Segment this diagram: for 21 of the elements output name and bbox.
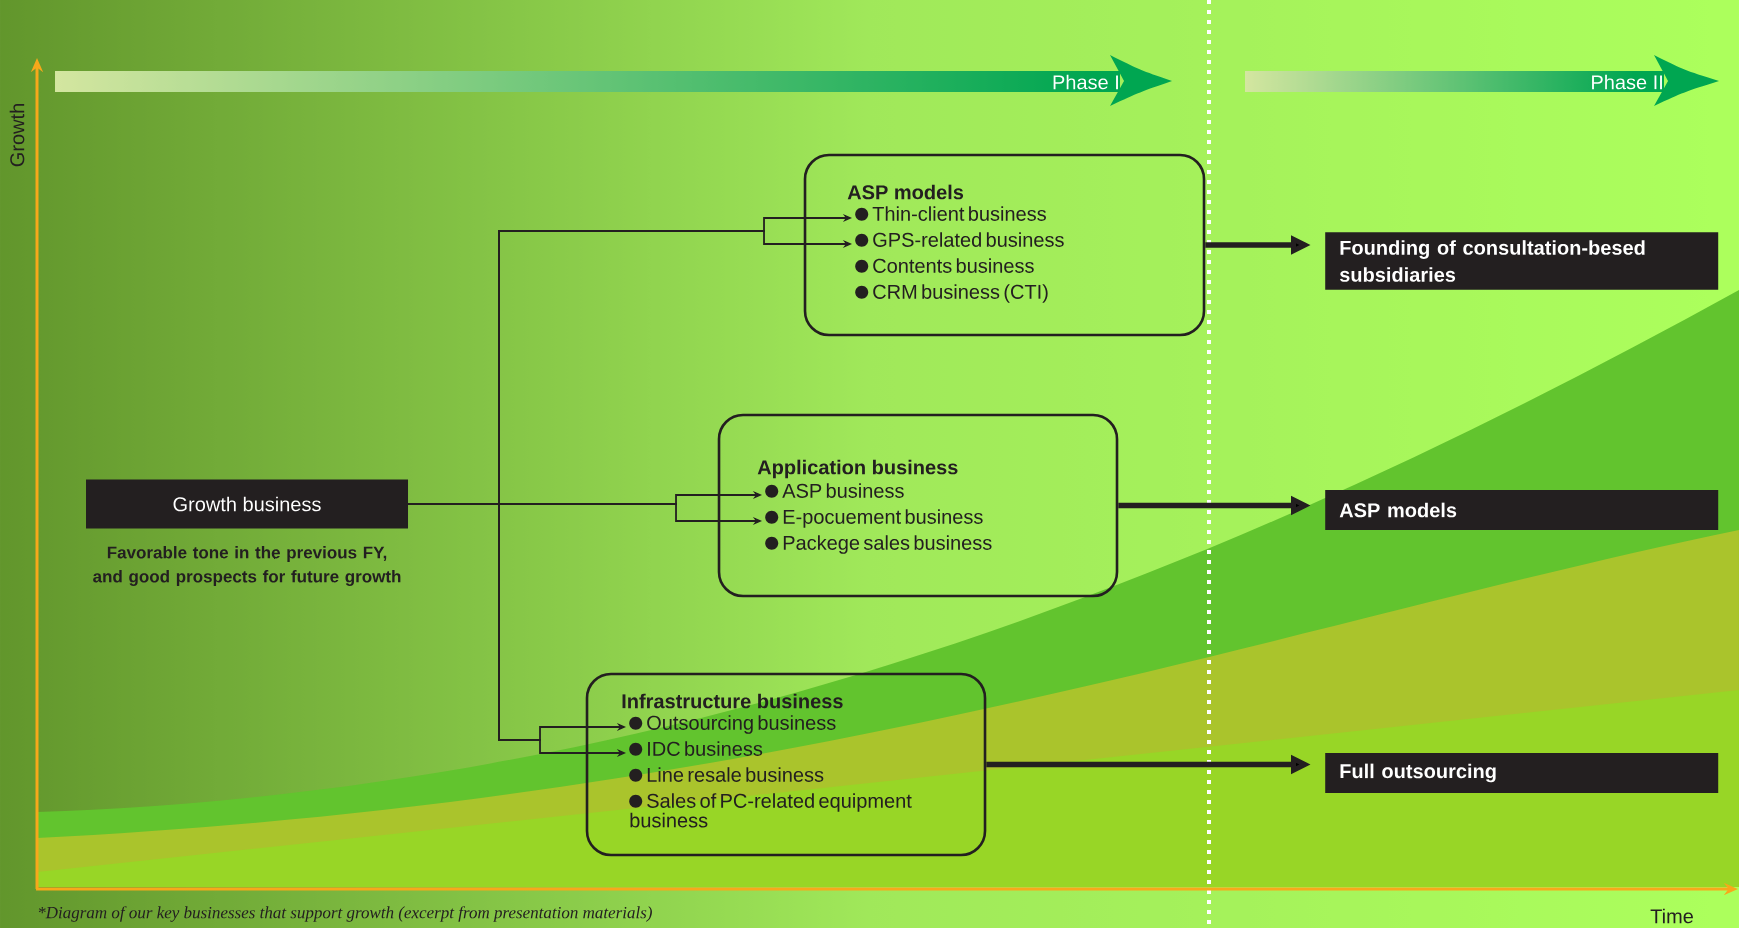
bullet-item: Line resale business xyxy=(629,767,824,782)
axis-label: Growth xyxy=(9,104,25,167)
node-label: Phase I xyxy=(1053,74,1118,90)
dark-box: ASP models xyxy=(1325,490,1719,530)
bullet-item: IDC business xyxy=(629,741,763,756)
note: Favorable tone in the previous FY, and good prospects for future growth xyxy=(93,546,401,586)
node-label: Phase II xyxy=(1592,74,1662,90)
bullet-item: CRM business (CTI) xyxy=(855,284,1048,303)
bullet-item: GPS-related business xyxy=(855,232,1064,247)
dark-box: Growth business xyxy=(86,479,408,529)
bullet-item: ASP business xyxy=(765,483,904,498)
bullet-item: Thin-client business xyxy=(855,206,1046,221)
bullet-item: Packege sales business xyxy=(765,535,992,554)
bullet-item: Outsourcing business xyxy=(629,715,836,734)
bullet-item: Contents business xyxy=(855,258,1034,273)
bullet-item: Sales of PC-related equipment business xyxy=(629,793,912,828)
caption: *Diagram of our key businesses that support growth (excerpt from presentation materials) xyxy=(38,906,652,922)
dark-box: Full outsourcing xyxy=(1325,753,1719,793)
dark-box: Founding of consultation-besed subsidiaries xyxy=(1325,232,1719,290)
bullet-item: E-pocuement business xyxy=(765,509,983,528)
axis-label: Time xyxy=(1650,908,1693,924)
